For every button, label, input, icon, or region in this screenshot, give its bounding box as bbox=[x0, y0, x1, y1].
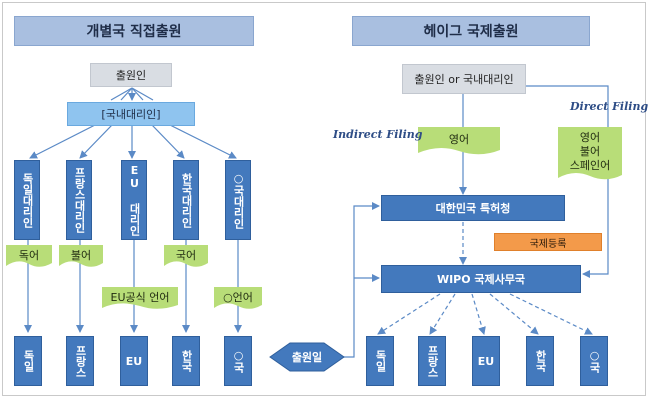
lang-other: ○언어 bbox=[223, 291, 253, 304]
filing-date-to-kipo bbox=[342, 202, 380, 358]
arrow-to-agent-fr bbox=[79, 124, 113, 159]
country-france: 프랑스 bbox=[66, 336, 94, 386]
lang-tag-bg bbox=[102, 287, 178, 309]
lang-direct-french: 불어 bbox=[579, 145, 601, 158]
lang-direct-english: 영어 bbox=[579, 131, 601, 144]
agent-korea: 한국대리인 bbox=[173, 160, 199, 240]
filing-date-label: 출원일 bbox=[291, 351, 323, 364]
country-eu: EU bbox=[120, 336, 148, 386]
lang-tag-bg bbox=[6, 245, 52, 267]
agent-other: ○국대리인 bbox=[225, 160, 251, 240]
direct-filing-label: Direct Filing bbox=[570, 100, 649, 113]
country-germany: 독일 bbox=[14, 336, 42, 386]
agent-germany: 독일대리인 bbox=[14, 160, 40, 240]
filing-date-diamond bbox=[269, 342, 345, 372]
country-other: ○국 bbox=[224, 336, 252, 386]
arrow-to-agent-de bbox=[29, 124, 96, 159]
designated-other: ○국 bbox=[580, 336, 608, 386]
header-direct-filing: 개별국 직접출원 bbox=[14, 16, 254, 46]
agent-france: 프랑스대리인 bbox=[66, 160, 92, 240]
lang-tag-bg bbox=[418, 127, 500, 155]
applicant-box: 출원인 bbox=[90, 63, 172, 87]
country-korea: 한국 bbox=[172, 336, 200, 386]
lang-eu-official: EU공식 언어 bbox=[110, 291, 170, 304]
lang-french: 불어 bbox=[70, 249, 92, 262]
designated-eu: EU bbox=[472, 336, 500, 386]
wipo-box: WIPO 국제사무국 bbox=[381, 265, 581, 293]
fan-line bbox=[131, 87, 154, 101]
fan-line bbox=[110, 87, 133, 101]
lang-direct-options: 영어 불어 스페인어 bbox=[558, 130, 622, 174]
hague-applicant-box: 출원인 or 국내대리인 bbox=[402, 64, 526, 94]
header-hague-filing: 헤이그 국제출원 bbox=[352, 16, 590, 46]
fan-line bbox=[120, 87, 133, 101]
kipo-box: 대한민국 특허청 bbox=[381, 195, 565, 221]
domestic-agent-box: [국내대리인] bbox=[67, 102, 195, 126]
arrow-to-agent-o bbox=[169, 124, 237, 159]
lang-tag-bg bbox=[59, 245, 103, 267]
arrow-wipo-o bbox=[509, 293, 593, 335]
fan-line bbox=[131, 87, 144, 101]
outer-frame bbox=[2, 2, 646, 396]
arrow-wipo-eu bbox=[471, 293, 486, 335]
agent-eu: EU 대리인 bbox=[121, 160, 147, 240]
direct-filing-path bbox=[526, 85, 609, 278]
lang-direct-spanish: 스페인어 bbox=[569, 159, 611, 172]
designated-france: 프랑스 bbox=[418, 336, 446, 386]
designated-korea: 한국 bbox=[526, 336, 554, 386]
lang-korean: 국어 bbox=[175, 249, 197, 262]
arrow-wipo-kr bbox=[489, 293, 539, 335]
arrow-wipo-fr bbox=[429, 293, 456, 335]
indirect-filing-label: Indirect Filing bbox=[333, 128, 423, 141]
arrow-wipo-de bbox=[377, 293, 441, 335]
lang-tag-bg bbox=[558, 127, 622, 180]
arrow-to-agent-kr bbox=[151, 124, 185, 159]
lang-german: 독어 bbox=[18, 249, 40, 262]
lang-tag-bg bbox=[164, 245, 208, 267]
designated-germany: 독일 bbox=[366, 336, 394, 386]
lang-indirect-english: 영어 bbox=[448, 133, 470, 146]
international-registration-badge: 국제등록 bbox=[494, 233, 602, 251]
lang-tag-bg bbox=[214, 287, 262, 309]
